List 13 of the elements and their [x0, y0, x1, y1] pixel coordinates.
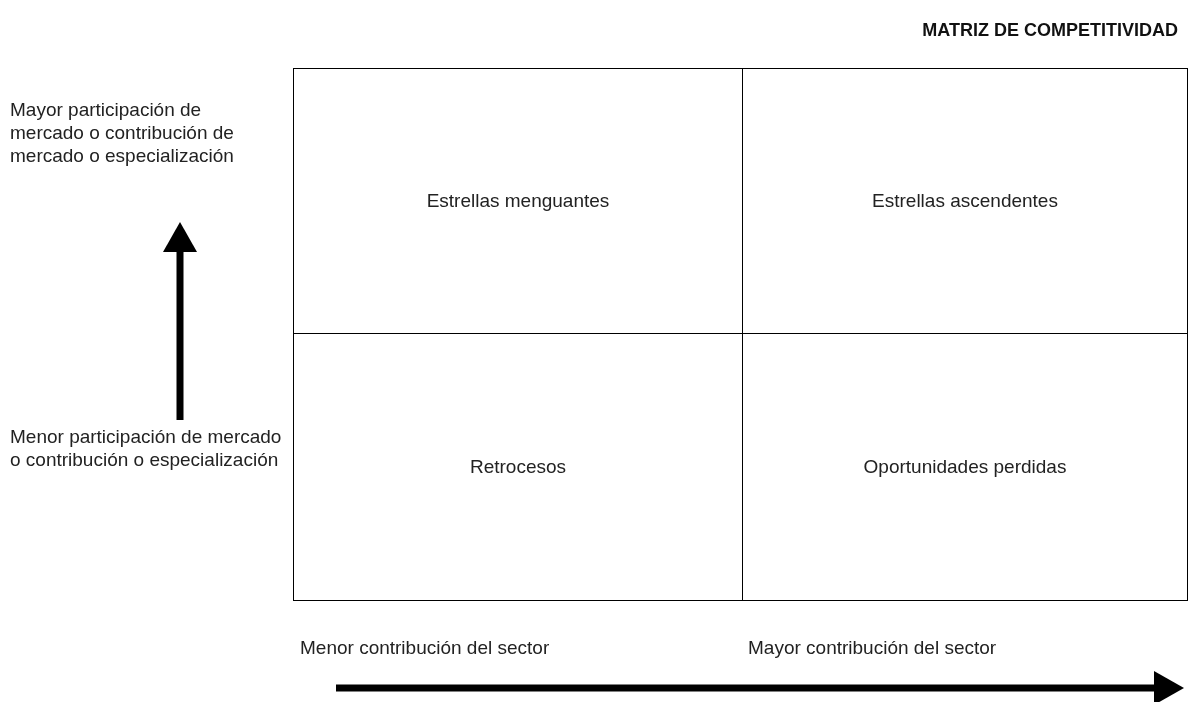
- quadrant-box: [742, 333, 1188, 601]
- quadrant-label: Estrellas menguantes: [426, 190, 610, 212]
- quadrant-label: Oportunidades perdidas: [863, 456, 1067, 478]
- quadrant-box: [293, 68, 743, 334]
- title: MATRIZ DE COMPETITIVIDAD: [922, 20, 1178, 41]
- quadrant-box: [293, 333, 743, 601]
- quadrant-label: Retrocesos: [469, 456, 567, 478]
- axis-label: Menor participación de mercado o contribución o especialización: [10, 425, 283, 471]
- axis-label: Menor contribución del sector: [300, 636, 551, 659]
- axis-label: Mayor contribución del sector: [748, 636, 998, 659]
- quadrant-box: [742, 68, 1188, 334]
- axis-label: Mayor participación de mercado o contribución de mercado o especialización: [10, 98, 235, 167]
- quadrant-label: Estrellas ascendentes: [872, 190, 1058, 212]
